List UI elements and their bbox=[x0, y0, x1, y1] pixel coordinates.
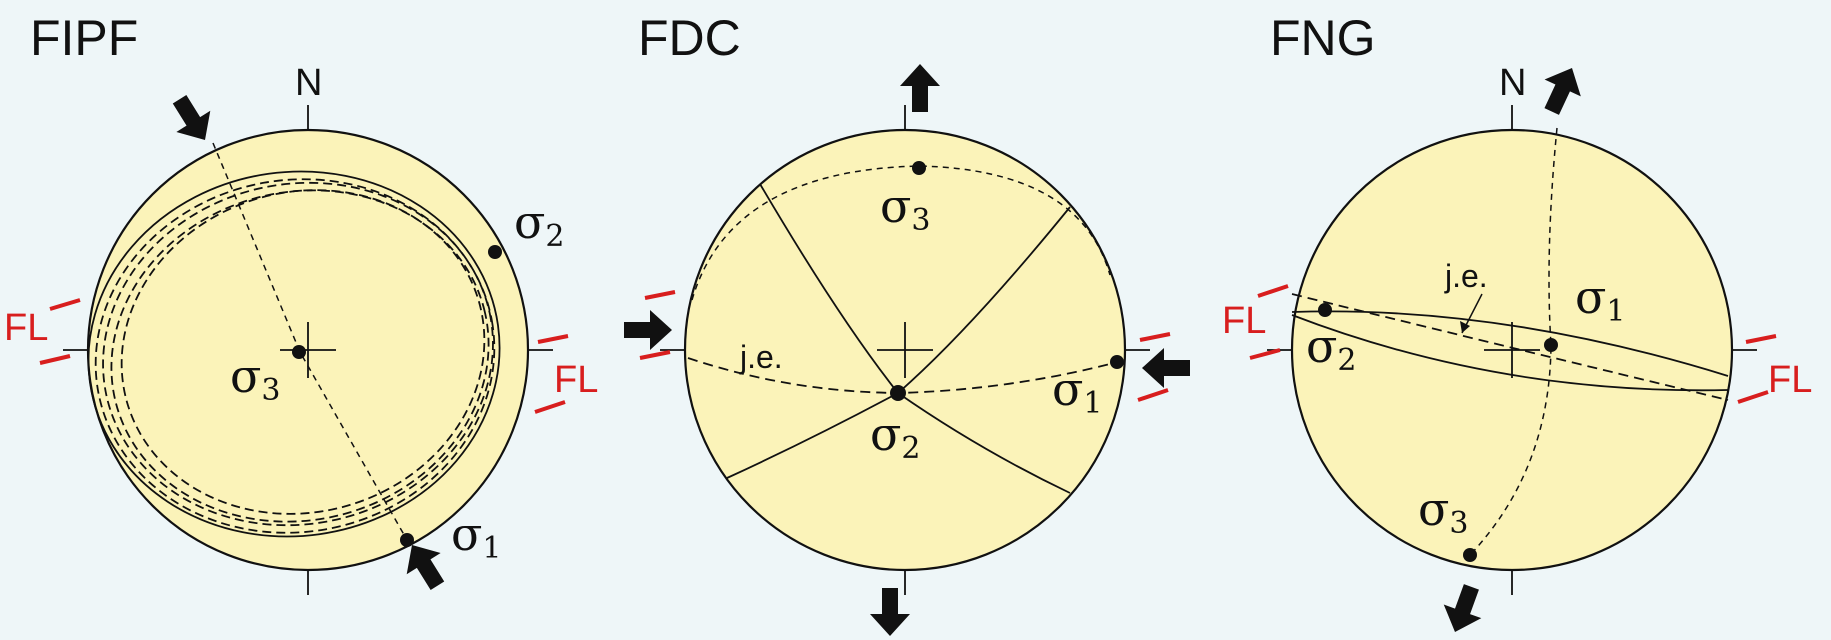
panel-title: FDC bbox=[638, 10, 741, 66]
extension-arrow-north bbox=[900, 64, 940, 112]
panel-title: FNG bbox=[1270, 10, 1376, 66]
sigma1-point bbox=[1544, 338, 1558, 352]
tick-marks bbox=[63, 105, 553, 595]
fault-plane-great-circles bbox=[87, 170, 501, 538]
joint-plane bbox=[1291, 293, 1729, 401]
compression-arrow-nw bbox=[162, 88, 222, 151]
compression-arrow-east bbox=[1142, 348, 1190, 388]
panel-fipf: FIPF N σ2 σ3 σ1 bbox=[4, 10, 598, 597]
joint-label: j.e. bbox=[739, 339, 783, 375]
panel-title: FIPF bbox=[30, 10, 138, 66]
sigma1-label: σ1 bbox=[451, 507, 502, 566]
north-label: N bbox=[1499, 62, 1526, 104]
sigma1-point bbox=[400, 533, 414, 547]
sigma3-label: σ3 bbox=[880, 179, 931, 238]
sigma2-label: σ2 bbox=[870, 407, 921, 466]
sigma3-label: σ3 bbox=[1418, 482, 1469, 541]
sigma3-great-circle bbox=[691, 165, 1111, 301]
fault-label-left: FL bbox=[4, 307, 48, 349]
sigma2-point bbox=[1318, 303, 1332, 317]
sigma2-label: σ2 bbox=[514, 195, 565, 254]
extension-arrow-ne bbox=[1533, 59, 1591, 120]
fault-slip-marks bbox=[639, 290, 1171, 402]
fault-label-right: FL bbox=[1768, 359, 1812, 401]
sigma2-point bbox=[890, 385, 906, 401]
sigma-great-circle bbox=[1469, 127, 1558, 556]
extension-arrow-sw bbox=[1436, 580, 1491, 639]
sigma1-label: σ1 bbox=[1052, 362, 1103, 421]
sigma3-label: σ3 bbox=[230, 349, 281, 408]
joint-pointer-head bbox=[1460, 321, 1470, 333]
sigma3-point bbox=[1463, 548, 1477, 562]
panel-fdc: FDC j.e. σ3 σ2 σ1 bbox=[624, 10, 1190, 636]
fault-planes bbox=[1291, 310, 1729, 392]
fault-slip-marks bbox=[39, 298, 569, 414]
sigma2-label: σ2 bbox=[1306, 319, 1357, 378]
fault-slip-marks bbox=[1249, 284, 1777, 404]
tick-marks bbox=[1267, 105, 1757, 595]
panel-fng: FNG N j.e. σ1 σ2 σ3 bbox=[1222, 10, 1812, 639]
fault-label-left: FL bbox=[1222, 300, 1266, 342]
sigma2-point bbox=[488, 245, 502, 259]
north-label: N bbox=[295, 62, 322, 104]
tick-marks bbox=[660, 105, 1150, 595]
sigma1-label: σ1 bbox=[1575, 270, 1626, 329]
sigma3-point bbox=[292, 345, 306, 359]
joint-label: j.e. bbox=[1444, 258, 1488, 294]
extension-arrow-south bbox=[870, 588, 910, 636]
sigma1-point bbox=[1110, 355, 1124, 369]
compression-arrow-west bbox=[624, 310, 672, 350]
sigma3-point bbox=[912, 161, 926, 175]
fault-label-right: FL bbox=[554, 359, 598, 401]
